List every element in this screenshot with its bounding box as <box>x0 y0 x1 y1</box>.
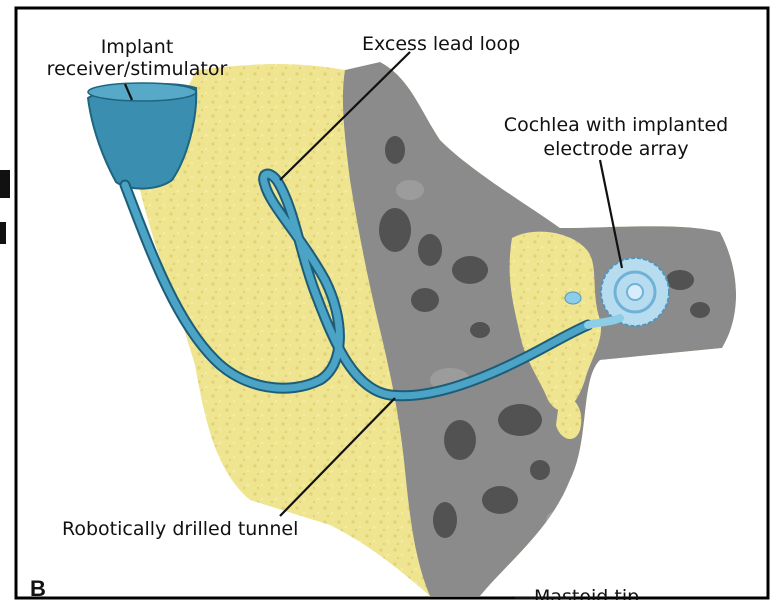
cochlea-label-line2: electrode array <box>496 138 736 160</box>
cochlea-label-line1: Cochlea with implanted <box>496 114 736 136</box>
edge-mark <box>0 222 6 244</box>
implant-label-line1: Implant <box>62 36 212 58</box>
drilled-tunnel-label: Robotically drilled tunnel <box>62 518 298 540</box>
edge-mark <box>0 170 10 198</box>
implant-label-line2: receiver/stimulator <box>32 58 242 80</box>
panel-letter: B <box>30 576 46 602</box>
mastoid-tip-label: Mastoid tip <box>534 586 639 600</box>
excess-lead-loop-label: Excess lead loop <box>362 33 520 55</box>
